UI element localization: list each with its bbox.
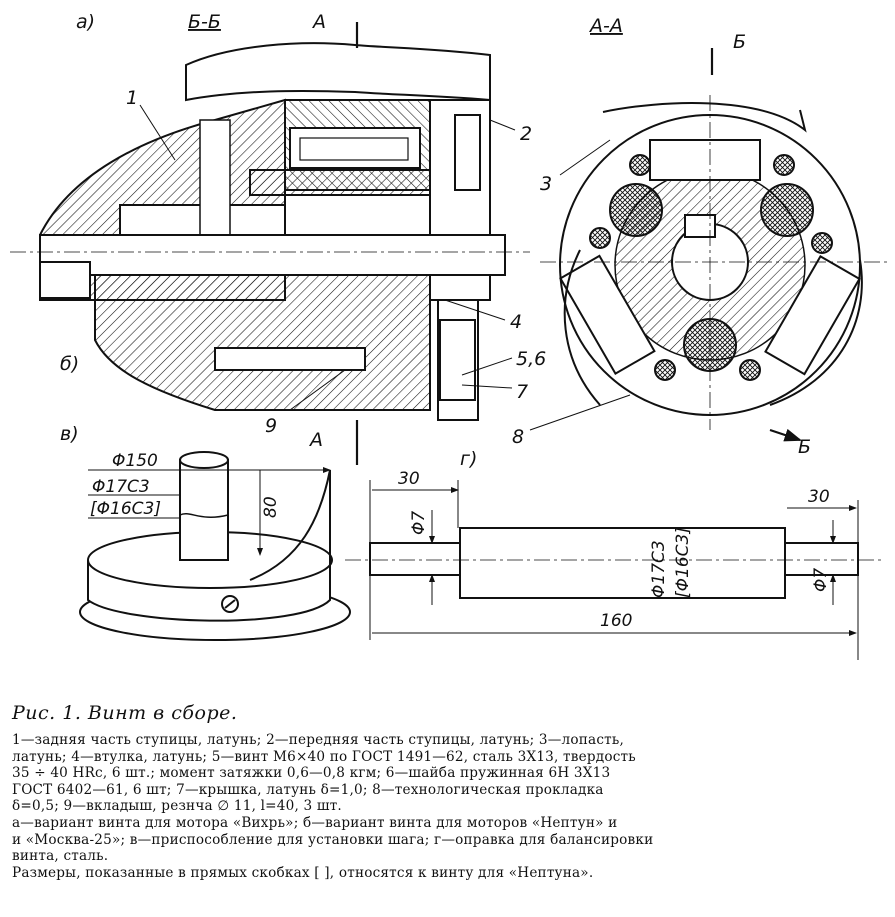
view-label-v: в) xyxy=(60,423,79,445)
part-number-3: 3 xyxy=(540,173,552,195)
hub-section-aa xyxy=(540,48,890,442)
figure-caption: Рис. 1. Винт в сборе. 1—задняя часть сту… xyxy=(12,702,886,881)
technical-drawing: а) Б-Б А А-А Б Б А б) в) г) 1 2 3 4 5,6 … xyxy=(10,11,890,660)
caption-line-5: δ=0,5; 9—вкладыш, резнча ∅ 11, l=40, 3 ш… xyxy=(12,798,342,815)
caption-line-1: 1—задняя часть ступицы, латунь; 2—передн… xyxy=(12,732,624,748)
part-number-5-6: 5,6 xyxy=(516,348,546,370)
caption-title: Рис. 1. Винт в сборе. xyxy=(12,702,238,724)
caption-line-8: винта, сталь. xyxy=(12,848,109,865)
part-number-2: 2 xyxy=(520,123,532,145)
part-number-7: 7 xyxy=(516,381,528,403)
dim-fixture-phi150: Φ150 xyxy=(112,451,158,471)
caption-line-7: и «Москва-25»; в—приспособление для уста… xyxy=(12,831,654,848)
cut-label-a-bottom: А xyxy=(308,429,323,451)
dim-mandrel-right-len: 30 xyxy=(808,487,830,507)
dim-mandrel-mid-dia: Φ17C3 xyxy=(649,540,669,598)
leader-lines xyxy=(139,104,631,431)
caption-line-9: Размеры, показанные в прямых скобках [ ]… xyxy=(12,864,594,881)
view-label-b: б) xyxy=(60,353,79,375)
cut-label-b-top: Б xyxy=(733,31,746,53)
cut-label-b-bottom: Б xyxy=(798,436,811,458)
section-label-aa: А-А xyxy=(588,15,623,37)
dim-fixture-phi17: Φ17C3 xyxy=(92,477,150,497)
cut-label-a-top: А xyxy=(311,11,326,33)
view-label-a: а) xyxy=(76,11,95,33)
caption-line-2: латунь; 4—втулка, латунь; 5—винт М6×40 п… xyxy=(12,748,636,765)
section-label-bb: Б-Б xyxy=(188,11,221,33)
dim-mandrel-right-dia: Φ7 xyxy=(811,568,831,592)
dim-mandrel-left-len: 30 xyxy=(398,469,420,489)
dim-mandrel-total: 160 xyxy=(600,611,632,631)
part-number-9: 9 xyxy=(265,415,277,437)
part-number-1: 1 xyxy=(126,87,138,109)
caption-line-4: ГОСТ 6402—61, 6 шт; 7—крышка, латунь δ=1… xyxy=(12,781,604,798)
part-number-4: 4 xyxy=(510,311,522,333)
balancing-mandrel xyxy=(345,480,885,660)
caption-line-6: а—вариант винта для мотора «Вихрь»; б—ва… xyxy=(12,814,618,831)
dim-mandrel-mid-dia-alt: [Φ16C3] xyxy=(673,527,693,598)
part-number-8: 8 xyxy=(512,426,524,448)
dim-fixture-height: 80 xyxy=(261,496,281,518)
hub-section-bb xyxy=(10,22,530,465)
dim-fixture-phi16: [Φ16C3] xyxy=(90,499,161,519)
dim-mandrel-left-dia: Φ7 xyxy=(409,511,429,535)
view-label-g: г) xyxy=(460,448,477,470)
pitch-fixture xyxy=(79,451,351,641)
caption-line-3: 35 ÷ 40 HRc, 6 шт.; момент затяжки 0,6—0… xyxy=(12,765,611,782)
